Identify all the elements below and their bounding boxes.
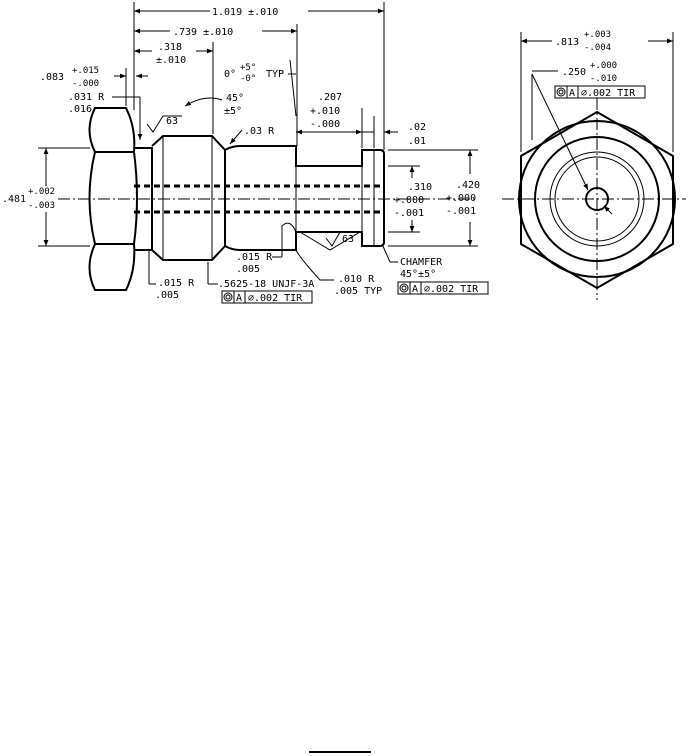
diameter-481-tol-minus: -.003 (28, 201, 55, 211)
footer-rule (309, 751, 371, 753)
thread-section (151, 135, 226, 261)
groove-len-tol-plus: +.010 (310, 106, 340, 117)
concentricity-icon (556, 87, 566, 97)
radius-03-label: .03 R (244, 126, 275, 137)
diameter-420-tol-minus: -.001 (446, 206, 476, 217)
angle-0-tol-plus: +5° (240, 63, 256, 73)
groove-len-label: .207 (318, 92, 342, 103)
angle-0-label: 0° (224, 69, 236, 80)
chamfer-angle-label: 45°±5° (400, 269, 436, 280)
surface-finish-upper: 63 (146, 115, 182, 133)
radius-015-left-label: .015 R (158, 278, 195, 289)
dim-angle-0: 0° +5° -0° TYP (224, 59, 297, 117)
fcf-thread: A ∅.002 TIR (221, 290, 313, 304)
finish-1-label: 63 (166, 116, 178, 127)
thread-start-label: .318 (158, 42, 182, 53)
thread-start-tol: ±.010 (156, 55, 186, 66)
concentricity-icon (223, 292, 233, 302)
radius-005-left-label: .005 (155, 290, 179, 301)
dim-diameter-481: .481 +.002 -.003 (2, 147, 90, 247)
head-offset-tol-plus: +.015 (72, 66, 99, 76)
hex-tol-minus: -.004 (584, 43, 611, 53)
radius-005-label: .005 (236, 264, 260, 275)
fcf-thread-datum: A (236, 293, 242, 304)
thread-spec-label: .5625-18 UNJF-3A (218, 279, 314, 290)
radius-005-typ-label: .005 TYP (334, 286, 382, 297)
diameter-481-tol-plus: +.002 (28, 187, 55, 197)
diameter-420-tol-plus: +.000 (446, 193, 476, 204)
head-offset-tol-minus: -.000 (72, 79, 99, 89)
hex-tol-plus: +.003 (584, 30, 611, 40)
dim-groove-length: .207 +.010 -.000 (296, 92, 363, 148)
dim-thread-start: .318 ±.010 (134, 42, 214, 134)
fcf-end: A ∅.002 TIR (397, 281, 489, 295)
angle-0-note: TYP (266, 69, 284, 80)
dim-hex-flats: .813 +.003 -.004 (520, 30, 674, 152)
end-len-a: .02 (408, 122, 426, 133)
dim-angle-45: 45° ±5° (184, 93, 244, 117)
dim-overall-length: 1.019 ±.010 (133, 2, 385, 150)
overall-length-label: 1.019 ±.010 (212, 7, 278, 18)
side-view (58, 107, 476, 291)
note-radius-031: .031 R .016 (68, 92, 143, 140)
radius-015-label: .015 R (236, 252, 273, 263)
head-offset-label: .083 (40, 72, 64, 83)
concentricity-icon (399, 283, 409, 293)
end-len-b: .01 (408, 136, 426, 147)
diameter-310-label: .310 (408, 182, 432, 193)
dim-end-length: .02 .01 (362, 116, 426, 148)
bore-tol-plus: +.000 (590, 61, 617, 71)
fcf-end-tolerance: ∅.002 TIR (424, 284, 479, 295)
note-radius-03: .03 R (229, 126, 275, 145)
surface-finish-lower: 63 (299, 231, 361, 251)
radius-031-label: .031 R (68, 92, 105, 103)
radius-010-label: .010 R (338, 274, 375, 285)
fcf-bore-tolerance: ∅.002 TIR (581, 88, 636, 99)
note-radius-015: .015 R .005 (236, 222, 297, 275)
shank (224, 145, 385, 251)
dim-diameter-310: .310 +.000 -.001 (388, 165, 432, 233)
note-chamfer: CHAMFER 45°±5° (381, 243, 443, 280)
groove-len-tol-minus: -.000 (310, 119, 340, 130)
diameter-481-label: .481 (2, 194, 26, 205)
radius-016-label: .016 (68, 104, 92, 115)
fcf-thread-tolerance: ∅.002 TIR (248, 293, 303, 304)
shank-length-label: .739 ±.010 (173, 27, 233, 38)
note-thread-spec: .5625-18 UNJF-3A (207, 262, 314, 290)
neck (134, 147, 153, 251)
note-radius-015-left: .015 R .005 (148, 250, 195, 301)
chamfer-label: CHAMFER (400, 257, 443, 268)
bore-label: .250 (562, 67, 586, 78)
diameter-420-label: .420 (456, 180, 480, 191)
hex-flats-label: .813 (555, 37, 579, 48)
bore-tol-minus: -.010 (590, 74, 617, 84)
dim-diameter-420: .420 +.000 -.001 (388, 149, 480, 247)
diameter-310-tol-minus: -.001 (394, 208, 424, 219)
finish-2-label: 63 (342, 234, 354, 245)
hex-head (88, 107, 138, 291)
end-view (502, 73, 686, 300)
angle-0-tol-minus: -0° (240, 74, 256, 84)
dim-head-offset: .083 +.015 -.000 (40, 66, 148, 106)
fcf-bore-datum: A (569, 88, 575, 99)
fcf-bore: A ∅.002 TIR (554, 85, 646, 99)
note-radius-010: .010 R .005 TYP (295, 249, 382, 297)
diameter-310-tol-plus: +.000 (394, 195, 424, 206)
dim-shank-length: .739 ±.010 (134, 24, 298, 146)
fcf-end-datum: A (412, 284, 418, 295)
angle-45-tol: ±5° (224, 106, 242, 117)
dim-bore: .250 +.000 -.010 (532, 61, 617, 84)
angle-45-label: 45° (226, 93, 244, 104)
